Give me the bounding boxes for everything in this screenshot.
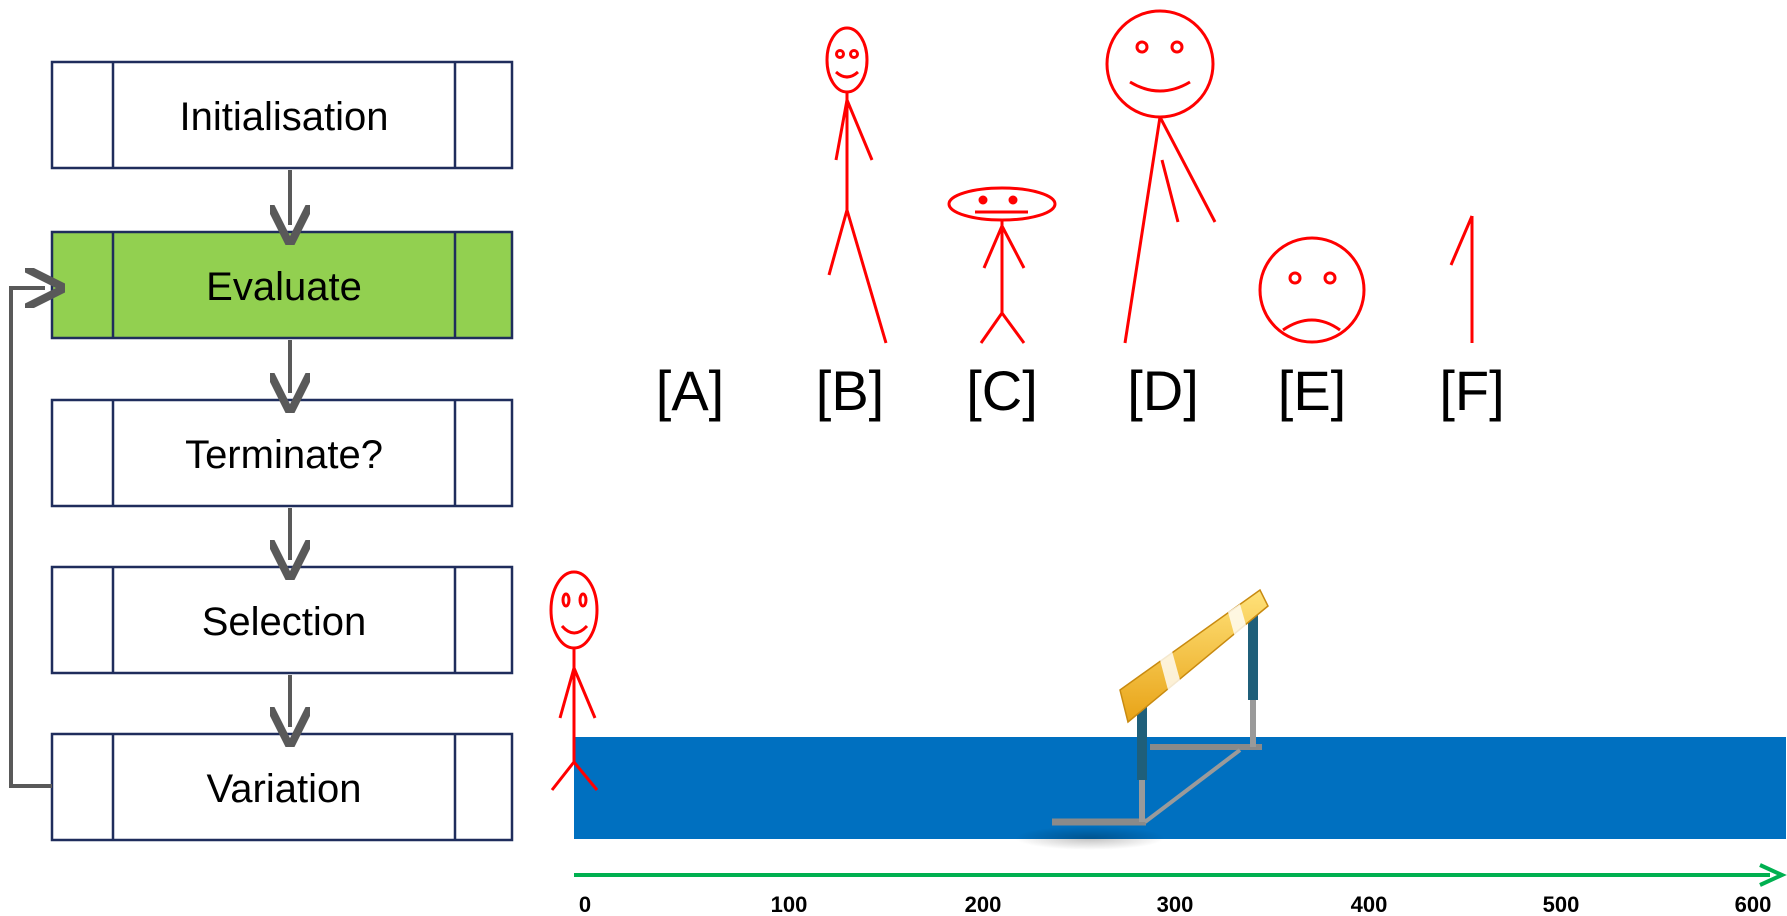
tick-label-400: 400 [1351,892,1388,916]
candidate-label-b: [B] [816,359,884,422]
hurdle-brace [1143,748,1242,824]
distance-axis: 0 100 200 300 400 500 600 [574,863,1787,916]
step-label-selection: Selection [202,600,367,644]
step-initialisation: Initialisation [50,60,514,170]
candidate-label-f: [F] [1439,359,1504,422]
arm-left [834,99,849,161]
stub [1449,215,1474,266]
arm-right [845,99,874,161]
candidate-label-c: [C] [966,359,1038,422]
arm-right [1158,116,1217,223]
tick-label-200: 200 [965,892,1002,916]
candidate-label-d: [D] [1127,359,1199,422]
step-label-initialisation: Initialisation [179,95,388,139]
eye-right [578,592,588,608]
eye-left [835,49,845,59]
leg-left [827,209,849,276]
candidate-label-a: [A] [656,359,724,422]
eye-left [1135,40,1149,54]
hurdle-bar [1119,588,1269,724]
eye-right [1008,195,1018,205]
arm-left [1160,159,1180,223]
eye-left [561,592,571,608]
candidates [825,9,1474,344]
step-label-terminate: Terminate? [185,433,383,477]
arm-left [982,225,1004,269]
step-variation: Variation [50,732,514,842]
hurdle-shadow [1015,826,1165,850]
flowchart: Initialisation Evaluate Terminate? Selec… [9,60,514,842]
track [574,737,1786,839]
axis-arrowhead [1759,863,1787,887]
head [825,26,869,94]
arm-right [572,667,597,719]
candidate-figure-f [1449,215,1474,343]
head [947,186,1057,222]
arm-left [558,667,576,719]
leg-long [1123,116,1162,344]
candidate-figure-d [1105,9,1217,344]
leg-right [572,761,599,791]
candidate-figure-b [825,26,888,344]
step-label-variation: Variation [207,767,362,811]
mouth [560,624,589,635]
leg-right [845,209,888,344]
hurdle-bar-stripe [1228,604,1248,641]
arm-right [1000,225,1026,269]
step-label-evaluate: Evaluate [206,265,362,309]
hurdle [1015,588,1269,850]
track-scene: 0 100 200 300 400 500 600 [549,570,1787,916]
tick-label-600: 600 [1735,892,1772,916]
hurdle-bar-stripe [1160,651,1180,690]
tick-label-100: 100 [771,892,808,916]
eye-right [849,49,859,59]
candidate-figure-c [947,186,1057,344]
mouth [834,70,860,79]
step-selection: Selection [50,565,514,675]
flow-arrows [9,170,290,788]
candidate-label-e: [E] [1278,359,1346,422]
eye-left [978,195,988,205]
tick-label-500: 500 [1543,892,1580,916]
step-evaluate: Evaluate [50,230,514,340]
tick-label-300: 300 [1157,892,1194,916]
tick-label-0: 0 [579,892,591,916]
eye-right [1323,271,1337,285]
leg-left [979,312,1004,344]
step-terminate: Terminate? [50,398,514,508]
leg-right [1000,312,1026,344]
head [549,570,599,650]
mouth [1129,80,1191,93]
mouth-sad [1282,318,1341,332]
leg-left [550,761,576,791]
loop-back-arrow [9,288,52,788]
candidate-labels: [A] [B] [C] [D] [E] [F] [656,359,1505,422]
candidate-figure-e [1258,236,1366,344]
eye-right [1170,40,1184,54]
eye-left [1288,271,1302,285]
head [1258,236,1366,344]
head [1105,9,1215,119]
runner-figure [549,570,599,791]
